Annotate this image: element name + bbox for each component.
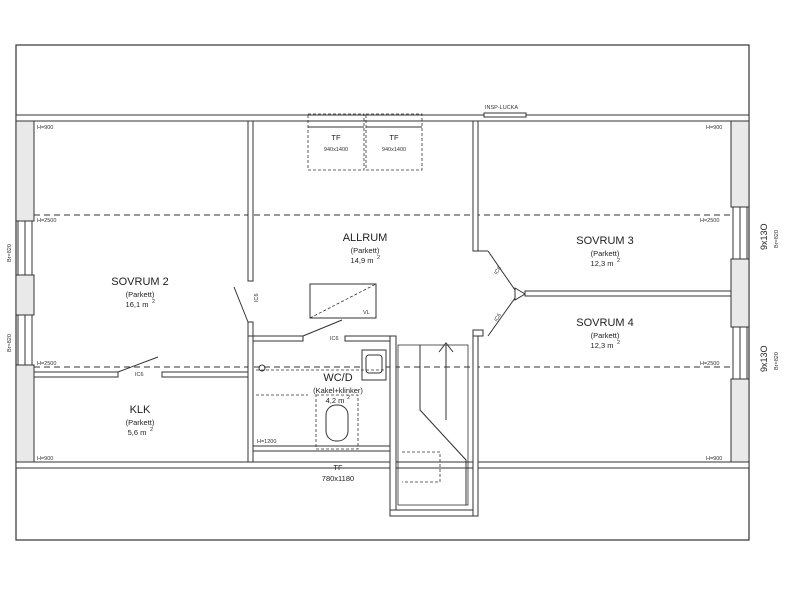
toilet <box>325 404 349 442</box>
room-floor-sovrum2: (Parkett) <box>126 290 155 299</box>
left-window-upper-width: Br=820 <box>7 244 13 262</box>
room-area-allrum: 14,9 m <box>351 256 374 265</box>
room-name-wcd: WC/D <box>323 372 352 384</box>
roof-window-1-size: 940x1400 <box>324 147 348 153</box>
room-area-sup-sovrum3: 2 <box>617 258 620 264</box>
door-sovrum2 <box>233 286 249 323</box>
roof-window-2-label: TF <box>389 133 399 142</box>
room-area-sup-klk: 2 <box>150 427 153 433</box>
right-gable-wall-mid <box>730 258 750 328</box>
roof-window-3-size: 780x1180 <box>322 474 354 483</box>
room-floor-allrum: (Parkett) <box>351 246 380 255</box>
room-area-sovrum4: 12,3 m <box>591 341 614 350</box>
room-area-sup-wcd: 2 <box>347 395 350 401</box>
door-klk <box>117 356 159 373</box>
wall-klk-right <box>247 335 254 463</box>
roof-window-3-label: TF <box>333 463 343 472</box>
stair-arrow-head <box>438 342 454 353</box>
door-sovrum3 <box>487 250 516 291</box>
insp-lucka-marker <box>483 112 527 118</box>
height-label-h2500-lower-left: H=2500 <box>37 361 56 367</box>
closet-label-wcd: IC6 <box>330 336 339 342</box>
height-label-h2500-upper-right: H=2500 <box>700 218 719 224</box>
vl-box <box>309 283 377 319</box>
height-label-h2500-lower-right: H=2500 <box>700 361 719 367</box>
room-floor-klk: (Parkett) <box>126 418 155 427</box>
height-label-h1200: H=1200 <box>257 439 276 445</box>
vl-label: VL <box>363 310 370 316</box>
floor-drain <box>258 364 266 372</box>
room-area-klk: 5,6 m <box>128 428 147 437</box>
room-name-sovrum2: SOVRUM 2 <box>111 276 168 288</box>
wall-sovrum2-allrum-upper <box>247 120 254 282</box>
room-floor-sovrum3: (Parkett) <box>591 249 620 258</box>
left-gable-wall-mid <box>15 274 35 316</box>
room-floor-sovrum4: (Parkett) <box>591 331 620 340</box>
wall-wcd-top-left <box>252 335 304 342</box>
room-area-sup-sovrum4: 2 <box>617 340 620 346</box>
right-window-upper-code: 9x13O <box>759 223 769 250</box>
closet-label-sovrum2: IC6 <box>254 293 260 302</box>
wall-wcd-bottom <box>252 445 391 452</box>
closet-label-sovrum4: IC6 <box>494 313 503 323</box>
closet-label-sovrum3: IC6 <box>494 266 503 276</box>
stair-outline <box>419 345 467 505</box>
roof-window-1-label: TF <box>331 133 341 142</box>
right-window-upper-width: Br=820 <box>774 230 780 248</box>
height-label-h900-bottom-left: H=900 <box>37 456 53 462</box>
door-wcd <box>302 319 343 337</box>
room-name-klk: KLK <box>130 404 151 416</box>
stair-well-inner <box>397 344 469 506</box>
room-area-sovrum3: 12,3 m <box>591 259 614 268</box>
insp-lucka-label: INSP-LUCKA <box>485 105 518 111</box>
roof-window-3 <box>315 394 359 450</box>
stair-dashed-outline <box>402 451 441 483</box>
height-label-h900-top-left: H=900 <box>37 125 53 131</box>
wall-sovrum2-klk-left <box>33 371 119 378</box>
room-area-sovrum2: 16,1 m <box>126 300 149 309</box>
right-gable-wall-bottom <box>730 378 750 463</box>
left-gable-wall-bottom <box>15 364 35 463</box>
room-area-sup-allrum: 2 <box>377 255 380 261</box>
height-label-h900-top-right: H=900 <box>706 125 722 131</box>
outer-wall-top <box>15 114 750 122</box>
wall-sovrum3-sovrum4 <box>524 290 732 297</box>
roof-window-2 <box>365 113 423 171</box>
room-area-wcd: 4,2 m <box>326 396 345 405</box>
right-gable-wall-top <box>730 120 750 208</box>
wall-sovrum2-allrum-lower <box>247 321 254 337</box>
stair-wall-bottom <box>389 509 479 517</box>
left-gable-wall-top <box>15 120 35 222</box>
roof-window-2-size: 940x1400 <box>382 147 406 153</box>
room-floor-wcd: (Kakel+klinker) <box>313 386 363 395</box>
wall-allrum-sovrum4-lower <box>472 329 484 337</box>
roof-window-1 <box>307 113 365 171</box>
room-name-sovrum3: SOVRUM 3 <box>576 235 633 247</box>
right-window-lower-code: 9x13O <box>759 345 769 372</box>
outer-wall-bottom <box>15 461 750 469</box>
closet-label-klk: IC6 <box>135 372 144 378</box>
right-window-lower-width: Br=820 <box>774 352 780 370</box>
left-window-lower-width: Br=820 <box>7 334 13 352</box>
room-name-allrum: ALLRUM <box>343 232 388 244</box>
height-label-h900-bottom-right: H=900 <box>706 456 722 462</box>
door-sovrum4 <box>487 297 516 337</box>
wall-allrum-sovrum3-upper <box>472 120 479 252</box>
height-label-h2500-upper-left: H=2500 <box>37 218 56 224</box>
room-name-sovrum4: SOVRUM 4 <box>576 317 633 329</box>
room-area-sup-sovrum2: 2 <box>152 299 155 305</box>
wall-node <box>514 287 526 301</box>
wall-sovrum2-klk-right <box>161 371 249 378</box>
stair-wall-right <box>472 335 479 517</box>
wall-wcd-top-right <box>344 335 391 342</box>
stair-wall-left <box>389 335 397 517</box>
